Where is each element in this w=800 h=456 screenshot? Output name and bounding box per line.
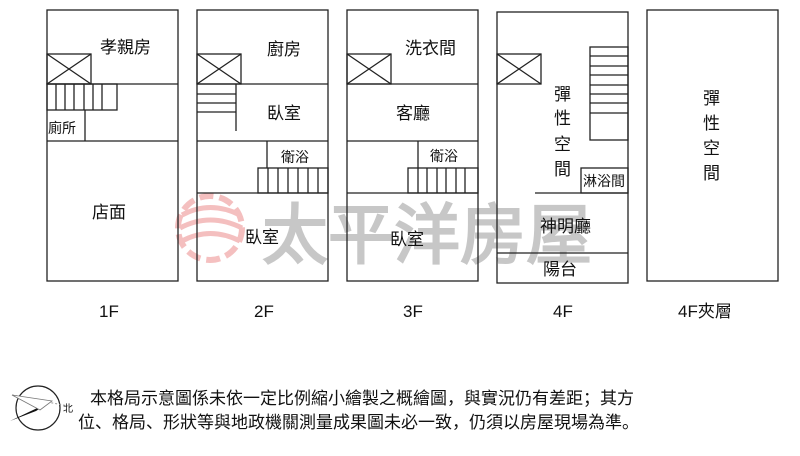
elevator-icon (196, 53, 242, 85)
floor-4f-plan: 彈 性 空 間 淋浴間 神明廳 陽台 (496, 11, 629, 284)
floor-label-1f: 1F (99, 302, 119, 321)
stairs-icon (407, 167, 479, 194)
watermark-logo-icon (175, 193, 245, 263)
disclaimer-line-2: 位、格局、形狀等與地政機關測量成果圖未必一致，仍須以房屋現場為準。 (78, 413, 639, 433)
room-label: 臥室 (390, 230, 424, 250)
watermark-text: 太平洋房屋 (262, 196, 592, 274)
floor-4f-mezzanine-plan: 彈 性 空 間 (646, 9, 779, 282)
room-label: 淋浴間 (583, 174, 625, 190)
svg-text:北: 北 (63, 403, 73, 415)
disclaimer-text: 本格局示意圖係未依一定比例縮小繪製之概繪圖，與實況仍有差距；其方 位、格局、形狀… (78, 387, 790, 435)
room-label: 性 (703, 114, 720, 134)
room-label: 空 (703, 139, 720, 159)
room-label: 客廳 (396, 104, 430, 124)
elevator-icon (496, 53, 542, 85)
floor-label-2f: 2F (254, 302, 274, 321)
compass-icon: 北 (10, 385, 73, 431)
room-label: 臥室 (245, 228, 279, 248)
room-label: 間 (703, 164, 720, 184)
room-label: 孝親房 (100, 38, 151, 58)
room-label: 衛浴 (430, 149, 458, 165)
room-label: 洗衣間 (405, 39, 456, 59)
room-label: 性 (554, 109, 571, 129)
disclaimer-line-1: 本格局示意圖係未依一定比例縮小繪製之概繪圖，與實況仍有差距；其方 (90, 389, 634, 409)
floor-1f-plan: 孝親房 廁所 店面 (46, 9, 179, 282)
room-label: 彈 (703, 89, 720, 109)
room-label: 間 (554, 160, 571, 180)
elevator-icon (46, 53, 92, 85)
room-label: 空 (554, 135, 571, 155)
floor-label-4f: 4F (553, 302, 573, 321)
floor-3f-plan: 洗衣間 客廳 衛浴 臥室 (346, 9, 479, 282)
stairs-icon (589, 46, 629, 141)
floor-2f-plan: 廚房 臥室 衛浴 臥室 (196, 9, 329, 282)
stairs-icon (257, 167, 329, 194)
room-label: 衛浴 (281, 150, 309, 166)
room-label: 陽台 (543, 260, 577, 280)
stairs-icon (46, 83, 118, 111)
elevator-icon (346, 53, 392, 85)
room-label: 店面 (92, 203, 126, 223)
room-label: 神明廳 (540, 217, 591, 237)
room-label: 臥室 (267, 104, 301, 124)
room-label: 廚房 (267, 39, 301, 60)
room-label: 廁所 (48, 120, 76, 137)
floor-label-3f: 3F (403, 302, 423, 321)
room-label: 彈 (554, 85, 571, 105)
floor-label-4f-mezzanine: 4F夾層 (678, 302, 732, 321)
